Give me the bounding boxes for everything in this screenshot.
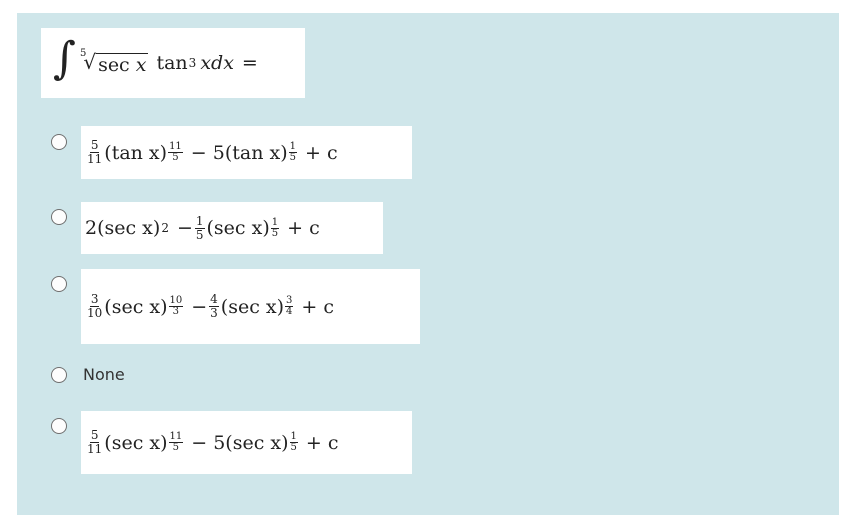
equals-sign: = (241, 52, 258, 74)
option-c-minus: − (191, 295, 208, 318)
option-c-constant: + c (301, 295, 334, 318)
option-c-term2: (sec x) (220, 295, 285, 318)
option-b-constant: + c (287, 217, 320, 239)
integral-sign: ∫ (53, 33, 76, 84)
tan-exponent: 3 (188, 56, 197, 70)
differential-d: d (211, 52, 224, 74)
option-b-minus: − (176, 217, 193, 239)
radicand-fn: sec (98, 54, 130, 76)
tan-fn: tan (156, 52, 188, 74)
integrand-var: x (200, 52, 212, 74)
radio-option-a[interactable] (51, 134, 67, 150)
radicand: sec x (96, 53, 149, 76)
option-e-term2: − 5(sec x) (191, 431, 289, 454)
root-index: 5 (79, 48, 87, 59)
option-b-term2: (sec x) (206, 217, 270, 239)
radio-option-c[interactable] (51, 276, 67, 292)
option-a-term1: (tan x) (104, 141, 168, 164)
fifth-root: 5 √ sec x (79, 48, 149, 76)
radio-option-d[interactable] (51, 367, 67, 383)
option-a-term2: − 5(tan x) (190, 141, 288, 164)
option-c-term1: (sec x) (104, 295, 168, 318)
option-e-constant: + c (305, 431, 339, 454)
radio-option-e[interactable] (51, 418, 67, 434)
radicand-var: x (135, 54, 147, 76)
radio-option-b[interactable] (51, 209, 67, 225)
option-b-exp1: 2 (161, 221, 169, 235)
option-e-term1: (sec x) (104, 431, 168, 454)
option-b-term1: 2(sec x) (85, 217, 161, 239)
option-d-label: None (83, 365, 125, 384)
option-a-constant: + c (305, 141, 338, 164)
differential-var: x (223, 52, 234, 74)
radical-sign-icon: √ (83, 50, 97, 74)
